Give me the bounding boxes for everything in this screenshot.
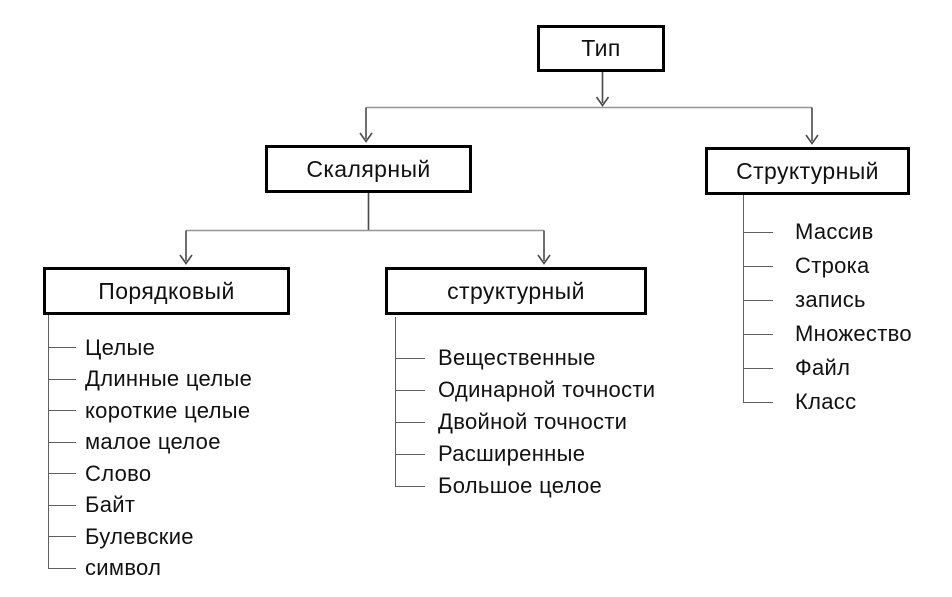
list-item: Булевские [48, 521, 252, 553]
node-structural-top: Структурный [705, 147, 910, 195]
tick-line [743, 333, 773, 335]
edge-to-ordinal [179, 230, 193, 265]
list-item: символ [48, 553, 252, 585]
tick-line [48, 441, 76, 443]
list-item: Массив [743, 215, 912, 249]
tick-line [395, 485, 425, 487]
list-item: Расширенные [395, 438, 655, 470]
node-ordinal: Порядковый [43, 267, 290, 315]
list-item: Целые [48, 332, 252, 364]
node-scalar: Скалярный [265, 145, 472, 193]
list-item-label: Двойной точности [438, 409, 628, 434]
tick-line [48, 473, 76, 475]
tick-line [48, 504, 76, 506]
tick-line [743, 401, 773, 403]
tick-line [48, 347, 76, 349]
list-item-label: запись [795, 287, 866, 312]
edge-to-structural-top [805, 107, 819, 145]
tick-line [743, 231, 773, 233]
tick-line [743, 367, 773, 369]
list-item-label: Байт [85, 492, 136, 518]
list-item-label: Файл [795, 355, 851, 380]
list-item-label: Множество [795, 321, 912, 346]
list-item-label: Класс [795, 389, 857, 414]
list-item-label: малое целое [85, 429, 221, 455]
list-item-label: короткие целые [85, 397, 251, 423]
list-item-label: Булевские [85, 523, 194, 549]
list-item: Слово [48, 458, 252, 490]
tick-line [743, 299, 773, 301]
edge-scalar-split [186, 193, 544, 232]
bracket-line-structural-mid [395, 317, 396, 487]
list-item: Строка [743, 249, 912, 283]
list-item-label: Целые [85, 334, 156, 360]
node-root: Тип [537, 25, 665, 72]
tick-line [395, 453, 425, 455]
list-item-label: Большое целое [438, 473, 603, 498]
list-item-label: Длинные целые [85, 366, 253, 392]
list-item-label: Массив [795, 219, 874, 244]
tick-line [395, 389, 425, 391]
list-item: Большое целое [395, 470, 655, 502]
list-item: Множество [743, 317, 912, 351]
list-item: запись [743, 283, 912, 317]
list-item: Вещественные [395, 342, 655, 374]
tick-line [48, 567, 76, 569]
list-item-label: символ [85, 555, 162, 581]
list-item-label: Одинарной точности [438, 377, 656, 402]
tick-line [48, 410, 76, 412]
bracket-line-structural-top [743, 195, 744, 403]
tick-line [395, 421, 425, 423]
node-structural-mid: структурный [385, 267, 647, 315]
list-item: Файл [743, 351, 912, 385]
list-item-label: Вещественные [438, 345, 596, 370]
list-item-label: Слово [85, 460, 152, 486]
list-item: Байт [48, 490, 252, 522]
tick-line [48, 536, 76, 538]
list-item: короткие целые [48, 395, 252, 427]
list-item-label: Расширенные [438, 441, 586, 466]
edge-root-split [366, 72, 812, 109]
list-item: Длинные целые [48, 364, 252, 396]
list-item: малое целое [48, 427, 252, 459]
list-item: Класс [743, 385, 912, 419]
tick-line [395, 357, 425, 359]
list-item: Одинарной точности [395, 374, 655, 406]
edge-to-structural-mid [537, 230, 551, 265]
edge-to-scalar [359, 107, 373, 143]
list-item: Двойной точности [395, 406, 655, 438]
tick-line [48, 378, 76, 380]
tick-line [743, 265, 773, 267]
list-item-label: Строка [795, 253, 870, 278]
